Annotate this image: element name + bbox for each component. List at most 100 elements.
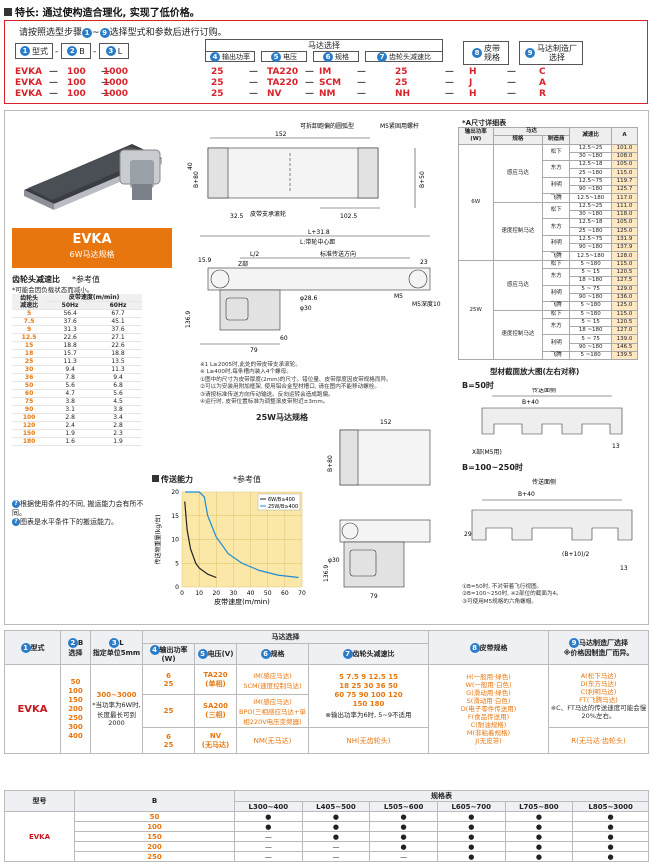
size-cell: —: [369, 851, 438, 862]
maker-option: C(利明马达): [580, 688, 617, 696]
size-cell: —: [301, 841, 371, 852]
ratio-note: *可能会因负载状态而减小。: [12, 286, 94, 294]
profile-notes: ①B=50时, 不对带着飞行视图。②B=100~250时, ※2部位的截面为4。…: [462, 584, 562, 605]
profile-b10: (B+10)/2: [562, 551, 589, 558]
x-tick-label: 10: [195, 590, 203, 597]
belt-option: M(非粘着规格): [466, 729, 511, 737]
profile-width-2: B+40: [518, 491, 535, 498]
label-direction: 标准传送方向: [320, 250, 356, 258]
x-tick-label: 20: [212, 590, 220, 597]
order-cell: 1000: [103, 89, 129, 99]
note-line: ※ L≥400时,每条槽内装入4个螺母。: [200, 369, 292, 376]
spec-b-values: 50 100 150 200 250 300 400: [60, 664, 91, 754]
order-cell: 25: [211, 78, 224, 88]
y-tick-label: 20: [171, 489, 179, 496]
size-cell: —: [234, 841, 303, 852]
size-cell: ●: [369, 811, 438, 822]
maker-note: ※C、FT马达的传送速度可能会慢20%左右。: [550, 704, 647, 720]
belt-option: J(无皮带): [475, 737, 502, 745]
size-cell: ●: [572, 831, 649, 842]
y-tick-label: 0: [175, 584, 179, 591]
order-cell: EVKA: [15, 89, 43, 99]
order-cell: R: [539, 89, 546, 99]
note-line: ③请按标准传送方向传动输送。反向运转会造成跑偏。: [200, 391, 334, 398]
size-cell: ●: [436, 851, 506, 862]
drawing-25w: 152 B+80 136.9 79 φ30: [323, 419, 431, 600]
dim-15-9: 15.9: [198, 257, 212, 264]
size-cell: ●: [436, 811, 506, 822]
spec-belt: H(一般用·绿色)W(一般用·白色)G(滑动用·绿色)S(滑动用·白色)D(电子…: [428, 664, 549, 754]
profile-title: 型材截面放大图(左右对称): [490, 367, 580, 376]
spec-r3-spec: NM(无马达): [236, 727, 309, 754]
dim-b80-25w: B+80: [327, 455, 334, 472]
order-cell: NH: [395, 89, 411, 99]
label-m5-bolt: M5紧固用螺杆: [380, 122, 419, 130]
label-z-part: Z部: [238, 260, 248, 268]
dim-102-5: 102.5: [340, 213, 357, 220]
x-axis-label: 皮带速度(m/min): [214, 597, 270, 606]
order-head-motor: 马达选择: [205, 39, 443, 51]
dim-b50: B+50: [419, 171, 426, 188]
profile-d13-2: 13: [620, 565, 628, 572]
size-cell: ●: [369, 841, 438, 852]
size-cell: ●: [504, 831, 574, 842]
dim-79: 79: [250, 347, 258, 354]
order-cell: TA220: [267, 78, 299, 88]
belt-option: C(耐油规格): [470, 721, 507, 729]
size-b: 50: [74, 811, 235, 822]
size-col: L805~3000: [572, 801, 649, 812]
belt-option: W(一般用·白色): [465, 681, 512, 689]
profile-width: B+40: [522, 399, 539, 406]
dim-b80: B+80: [193, 171, 200, 188]
spec-maker: A(松下马达)D(东方马达)C(利明马达)FT(飞腾马达)※C、FT马达的传送速…: [548, 664, 649, 728]
profile-b100-drawing: 传送面侧 B+40 (B+10)/2 29 13: [464, 478, 633, 572]
side-view-drawing: L+31.8 L:带轮中心距 L/2 标准传送方向 15.9 Z部 23 φ28…: [185, 229, 441, 354]
profile-b50-drawing: 传送面侧 B+40 X部(M5用) 13: [472, 388, 623, 456]
spec-gear-none: NH(无齿轮头): [308, 727, 429, 754]
profile-d13: 13: [612, 443, 620, 450]
size-cell: ●: [436, 841, 506, 852]
profile-b100: B=100~250时: [462, 463, 523, 472]
dim-phi-30-25w: φ30: [328, 557, 340, 564]
size-cell: ●: [301, 831, 371, 842]
x-tick-label: 70: [298, 590, 306, 597]
size-row: 150—●●●●●: [5, 831, 649, 842]
spec-r1-power: 6 25: [142, 664, 195, 695]
belt-option: H(一般用·绿色): [466, 673, 511, 681]
note-line: ①图中的尺寸为皮带厚度(2mm)的尺寸。错位量、皮带厚度因皮带规格而异。: [200, 376, 392, 383]
dim-152: 152: [275, 131, 287, 138]
order-cell: 1000: [103, 78, 129, 88]
spec-maker-none: R(无马达·齿轮头): [548, 727, 649, 754]
x-tick-label: 60: [281, 590, 289, 597]
size-cell: ●: [572, 841, 649, 852]
size-b: 150: [74, 831, 235, 842]
size-row: 200——●●●●: [5, 841, 649, 852]
order-cell: EVKA: [15, 67, 43, 77]
size-cell: ●: [301, 811, 371, 822]
size-cell: ●: [504, 851, 574, 862]
profile-face-label: 传送面侧: [532, 388, 556, 394]
